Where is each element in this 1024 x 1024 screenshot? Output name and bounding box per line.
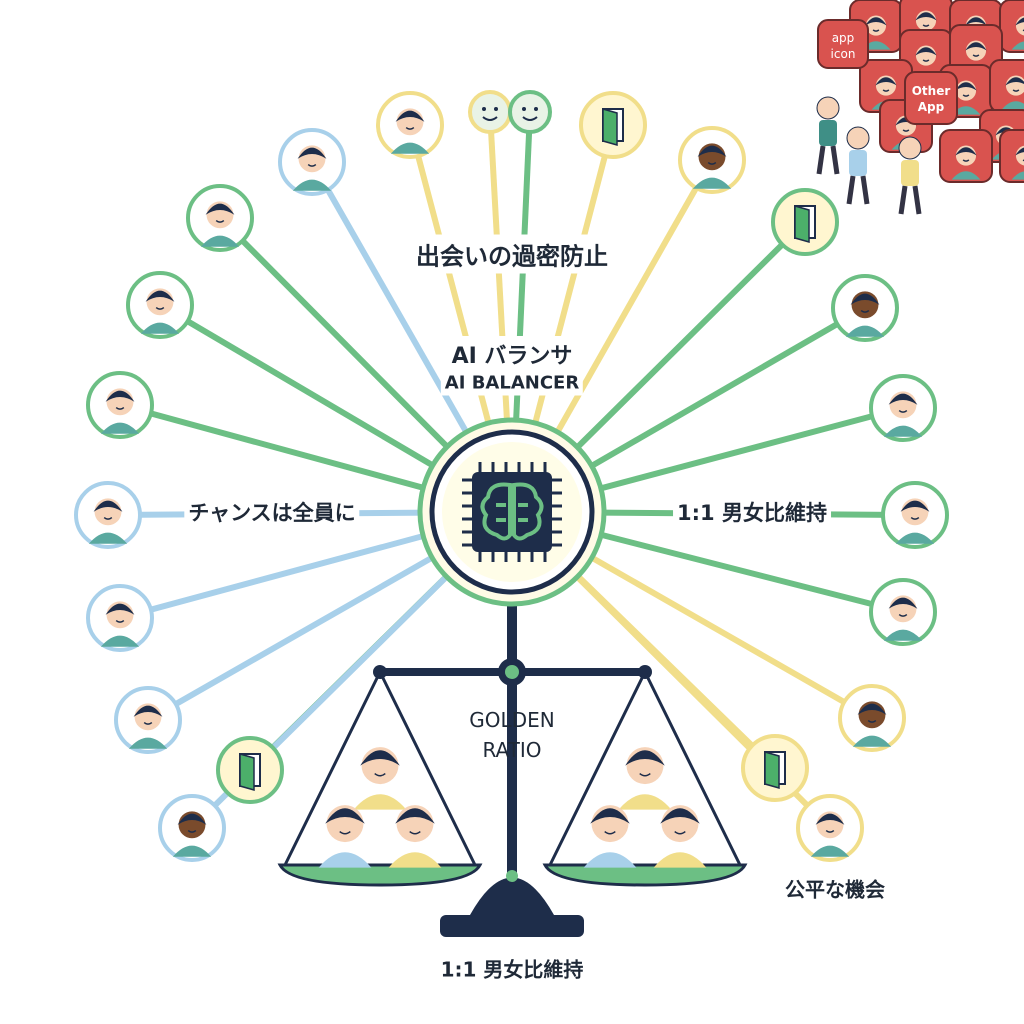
avatar-nodes bbox=[74, 90, 949, 862]
label-prevent-overcrowding: 出会いの過密防止 bbox=[412, 234, 612, 274]
pan-person bbox=[583, 805, 637, 868]
pan-person bbox=[353, 747, 407, 810]
walking-person bbox=[816, 96, 840, 175]
ai-chip-hub bbox=[417, 417, 607, 607]
unhappy-app-icon bbox=[989, 59, 1024, 113]
door-icon bbox=[741, 734, 809, 802]
brain-icon bbox=[480, 482, 544, 541]
avatar-node-person bbox=[796, 794, 864, 862]
avatar-node-person bbox=[838, 684, 906, 752]
app-icon-label: app icon bbox=[817, 19, 869, 69]
pan-person bbox=[653, 805, 707, 868]
pan-person bbox=[318, 805, 372, 868]
avatar-node-person bbox=[186, 184, 254, 252]
unhappy-app-icon bbox=[999, 0, 1024, 53]
svg-text:App: App bbox=[918, 100, 945, 114]
walking-person bbox=[846, 126, 870, 205]
avatar-node-person bbox=[278, 128, 346, 196]
label-ratio: RATIO bbox=[482, 738, 542, 762]
label-ai-balancer-jp: AI バランサ bbox=[447, 336, 577, 372]
door-icon bbox=[216, 736, 284, 804]
label-ai-balancer-en: AI BALANCER bbox=[440, 370, 584, 396]
avatar-node-person bbox=[114, 686, 182, 754]
svg-text:icon: icon bbox=[831, 47, 856, 61]
avatar-node-person bbox=[678, 126, 746, 194]
label-chance-for-all: チャンスは全員に bbox=[184, 495, 360, 529]
pan-person bbox=[388, 805, 442, 868]
svg-text:app: app bbox=[832, 31, 855, 45]
balance-scale bbox=[277, 590, 748, 937]
unhappy-app-icon bbox=[999, 129, 1024, 183]
avatar-node-person bbox=[831, 274, 899, 342]
avatar-node-person bbox=[869, 578, 937, 646]
label-fair-opportunity: 公平な機会 bbox=[781, 871, 889, 905]
label-gender-ratio-right: 1:1 男女比維持 bbox=[673, 495, 831, 529]
avatar-node-person bbox=[376, 91, 444, 159]
door-icon bbox=[579, 91, 647, 159]
label-gender-ratio-bottom: 1:1 男女比維持 bbox=[436, 951, 588, 985]
avatar-node-person bbox=[881, 481, 949, 549]
avatar-node-person bbox=[869, 374, 937, 442]
walking-person bbox=[898, 136, 922, 215]
pan-person bbox=[618, 747, 672, 810]
svg-text:Other: Other bbox=[912, 84, 951, 98]
smiley-icon bbox=[508, 90, 552, 134]
avatar-node-person bbox=[86, 371, 154, 439]
avatar-node-person bbox=[86, 584, 154, 652]
avatar-node-person bbox=[74, 481, 142, 549]
smiley-icon bbox=[468, 90, 512, 134]
unhappy-app-icon bbox=[939, 129, 993, 183]
avatar-node-person bbox=[126, 271, 194, 339]
avatar-node-person bbox=[158, 794, 226, 862]
door-icon bbox=[771, 188, 839, 256]
label-golden: GOLDEN bbox=[469, 708, 555, 732]
